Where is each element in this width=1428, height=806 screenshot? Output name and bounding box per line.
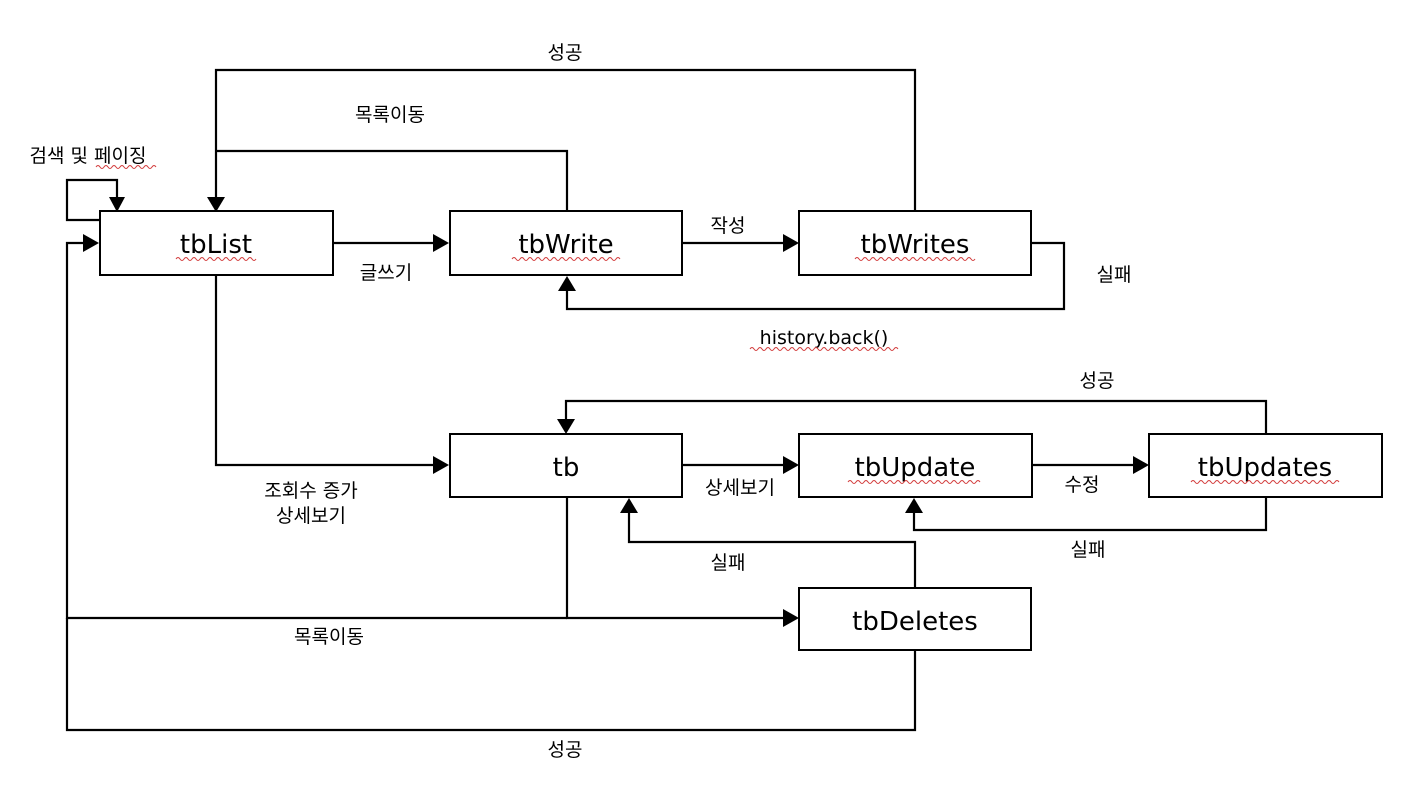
node-tb[interactable]: tb [449, 433, 683, 498]
node-tbdeletes-label: tbDeletes [852, 607, 978, 637]
edge-tb-to-deletes [565, 497, 799, 627]
edge-list-to-write [333, 234, 449, 252]
node-tbwrite-label: tbWrite [518, 230, 613, 260]
edge-update-to-updates [1032, 456, 1149, 474]
edge-tb-to-update [682, 456, 799, 474]
spellcheck-squiggle [1190, 480, 1340, 484]
edge-writes-success [207, 68, 917, 212]
label-tb-to-update: 상세보기 [705, 477, 775, 499]
label-list-to-tb-line2: 상세보기 [276, 505, 346, 527]
label-write-to-writes: 작성 [711, 215, 746, 237]
label-list-to-write: 글쓰기 [360, 262, 412, 284]
node-tbupdates-label: tbUpdates [1198, 453, 1332, 483]
label-update-to-updates: 수정 [1065, 474, 1100, 496]
node-tbdeletes[interactable]: tbDeletes [798, 587, 1032, 651]
label-list-to-tb-line1: 조회수 증가 [264, 480, 357, 502]
label-updates-success: 성공 [1080, 370, 1115, 392]
node-tbupdate-label: tbUpdate [855, 453, 976, 483]
node-tb-label: tb [553, 453, 580, 483]
label-tb-to-list: 목록이동 [294, 626, 364, 648]
edge-list-to-tb [214, 275, 449, 474]
label-history-back: history.back() [760, 327, 889, 349]
node-tblist-label: tbList [180, 230, 252, 260]
edge-updates-success [557, 399, 1268, 434]
spellcheck-squiggle [749, 347, 899, 351]
node-tblist[interactable]: tbList [99, 210, 334, 276]
label-deletes-success: 성공 [548, 739, 583, 761]
edge-write-to-writes [682, 234, 799, 252]
edge-write-to-list [216, 149, 569, 211]
edge-updates-fail [905, 497, 1268, 532]
edge-deletes-success [65, 618, 917, 732]
edge-tb-to-list [65, 234, 567, 620]
node-tbwrites-label: tbWrites [861, 230, 970, 260]
label-self-loop: 검색 및 페이징 [30, 145, 147, 167]
label-writes-fail: 실패 [1097, 264, 1132, 286]
node-tbwrites[interactable]: tbWrites [798, 210, 1032, 276]
node-tbupdate[interactable]: tbUpdate [798, 433, 1033, 498]
label-write-to-list: 목록이동 [355, 104, 425, 126]
edge-writes-fail [558, 241, 1066, 311]
edge-self-loop [65, 178, 125, 222]
spellcheck-squiggle [175, 257, 257, 261]
spellcheck-squiggle [854, 257, 976, 261]
spellcheck-squiggle [847, 480, 981, 484]
spellcheck-squiggle [511, 257, 621, 261]
label-writes-success: 성공 [548, 42, 583, 64]
spellcheck-squiggle [95, 165, 157, 169]
label-deletes-fail: 실패 [711, 552, 746, 574]
label-updates-fail: 실패 [1071, 539, 1106, 561]
node-tbupdates[interactable]: tbUpdates [1148, 433, 1383, 498]
edge-deletes-fail [620, 498, 917, 588]
node-tbwrite[interactable]: tbWrite [449, 210, 683, 276]
